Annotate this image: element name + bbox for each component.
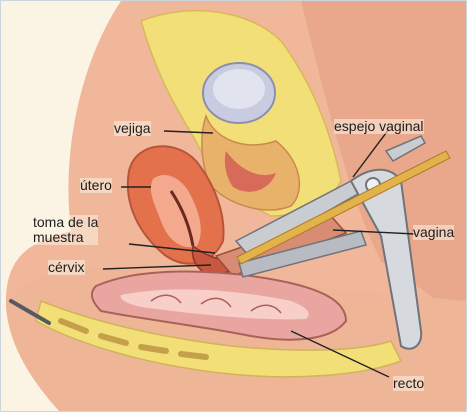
label-recto: recto bbox=[393, 376, 424, 391]
label-vejiga: vejiga bbox=[114, 121, 151, 136]
label-espejo-vaginal: espejo vaginal bbox=[334, 119, 424, 134]
label-toma-de-la-muestra: toma de la muestra bbox=[33, 215, 98, 245]
label-cervix: cérvix bbox=[48, 260, 85, 275]
bladder-highlight bbox=[213, 69, 265, 109]
label-utero: útero bbox=[80, 178, 112, 193]
label-vagina: vagina bbox=[413, 225, 454, 240]
